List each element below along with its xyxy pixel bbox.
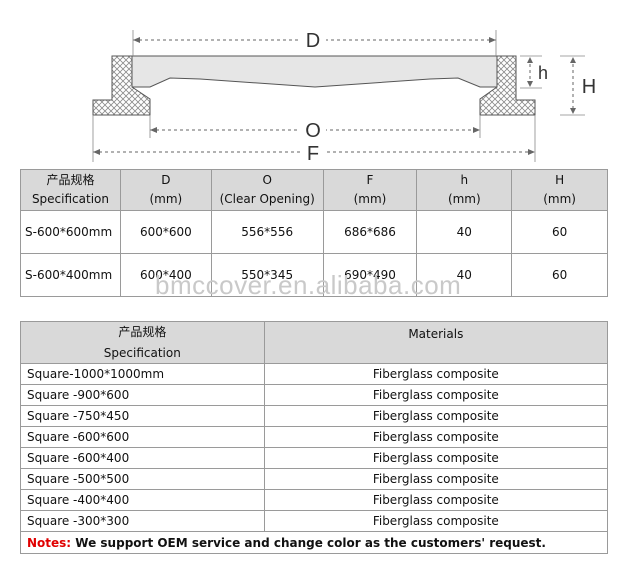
cell-material: Fiberglass composite: [263, 489, 609, 511]
header-H: H (mm): [511, 169, 608, 211]
table-row: S-600*400mm 600*400 550*345 690*490 40 6…: [20, 253, 608, 297]
header-D-top: D: [161, 173, 171, 187]
dim-F-label: F: [307, 143, 319, 165]
header-spec-en: Specification: [31, 192, 109, 206]
header-D-unit: (mm): [149, 192, 183, 206]
header-H-unit: (mm): [543, 192, 576, 206]
cell-spec: Square -600*400: [20, 447, 265, 469]
table-row: S-600*600mm 600*600 556*556 686*686 40 6…: [20, 210, 608, 254]
cell-spec: S-600*600mm: [20, 210, 121, 254]
dim-H-label: H: [582, 76, 596, 98]
header-O: O (Clear Opening): [210, 169, 324, 211]
cell-F: 690*490: [322, 253, 418, 297]
watermark: bmccover.en.alibaba.com: [155, 270, 462, 300]
header-spec-en: Specification: [20, 343, 265, 364]
header-spec-cn: 产品规格: [46, 173, 95, 187]
cell-D: 600*400: [119, 253, 212, 297]
header-h-top: h: [460, 173, 469, 187]
cell-F: 686*686: [322, 210, 418, 254]
cell-material: Fiberglass composite: [263, 510, 609, 532]
cover-plate: [131, 55, 498, 88]
cell-material: Fiberglass composite: [263, 363, 609, 385]
header-F: F (mm): [322, 169, 418, 211]
materials-header-row-2: Specification: [20, 343, 608, 364]
dim-O-label: O: [305, 120, 321, 142]
cell-spec: Square-1000*1000mm: [20, 363, 265, 385]
cell-spec: Square -750*450: [20, 405, 265, 427]
cell-h: 40: [416, 253, 513, 297]
notes-row: Notes: We support OEM service and change…: [20, 531, 608, 554]
cross-section-diagram: D h H O F: [92, 28, 600, 165]
cell-material: Fiberglass composite: [263, 384, 609, 406]
cell-spec: Square -500*500: [20, 468, 265, 490]
notes-label: Notes:: [27, 535, 72, 550]
cell-D: 600*600: [119, 210, 212, 254]
header-D: D (mm): [119, 169, 212, 211]
header-H-top: H: [555, 173, 565, 187]
cell-material: Fiberglass composite: [263, 468, 609, 490]
cell-H: 60: [511, 210, 608, 254]
header-F-top: F: [366, 173, 374, 187]
cell-H: 60: [511, 253, 608, 297]
notes-text: We support OEM service and change color …: [71, 535, 546, 550]
header-F-unit: (mm): [353, 192, 387, 206]
cell-material: Fiberglass composite: [263, 405, 609, 427]
header-materials: Materials: [263, 321, 609, 364]
dim-h-label: h: [538, 63, 548, 83]
header-specification: 产品规格 Specification: [20, 169, 121, 211]
cell-O: 556*556: [210, 210, 324, 254]
specification-table: 产品规格 Specification D (mm) O (Clear Openi…: [20, 169, 608, 297]
cell-material: Fiberglass composite: [263, 447, 609, 469]
materials-table: 产品规格 Materials Specification Square-1000…: [20, 321, 609, 554]
cell-h: 40: [416, 210, 513, 254]
cell-spec: S-600*400mm: [20, 253, 121, 297]
header-O-unit: (Clear Opening): [219, 192, 315, 206]
spec-header-row: 产品规格 Specification D (mm) O (Clear Openi…: [20, 169, 608, 211]
notes-cell: Notes: We support OEM service and change…: [20, 531, 608, 554]
cell-spec: Square -900*600: [20, 384, 265, 406]
header-O-top: O: [262, 173, 272, 187]
header-h: h (mm): [416, 169, 513, 211]
cell-spec: Square -600*600: [20, 426, 265, 448]
cell-material: Fiberglass composite: [263, 426, 609, 448]
cell-spec: Square -300*300: [20, 510, 265, 532]
header-spec-cn: 产品规格: [20, 321, 265, 343]
dim-D-label: D: [306, 30, 320, 52]
header-h-unit: (mm): [447, 192, 481, 206]
cell-spec: Square -400*400: [20, 489, 265, 511]
materials-header-row-1: 产品规格 Materials: [20, 321, 609, 364]
